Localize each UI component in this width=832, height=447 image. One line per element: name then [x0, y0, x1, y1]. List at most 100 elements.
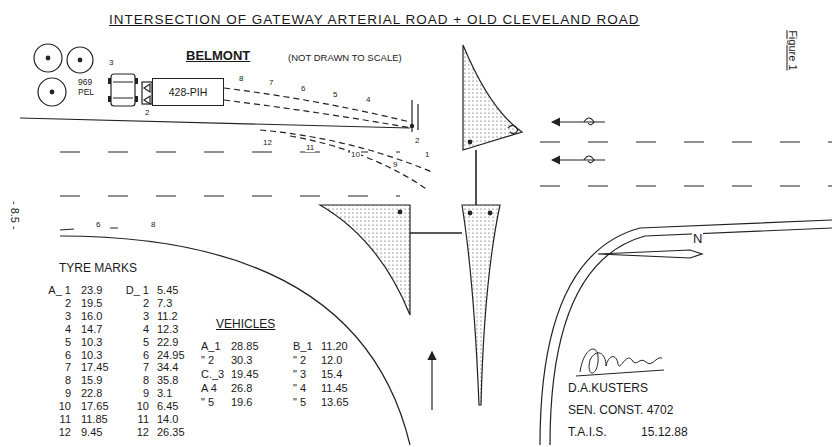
callout-number: 12: [262, 138, 273, 147]
table-cell: 14.7: [80, 323, 103, 336]
truck-cab: [142, 82, 152, 104]
table-cell: 35.8: [156, 374, 179, 387]
table-cell: 2: [142, 297, 150, 310]
table-cell: " 5: [200, 396, 215, 409]
table-cell: 16.0: [80, 310, 103, 323]
table-cell: 10.3: [80, 336, 103, 349]
table-cell: 24.95: [156, 349, 186, 362]
place-name: BELMONT: [185, 49, 251, 64]
officer-rank: SEN. CONST. 4702: [567, 404, 674, 418]
table-cell: " 2: [200, 354, 215, 367]
figure-number: Figure 1: [786, 29, 799, 71]
table-cell: A_ 1: [47, 284, 72, 297]
table-cell: " 2: [292, 354, 307, 367]
callout-number: 3: [108, 58, 114, 67]
tyre-mark: [224, 88, 432, 190]
callout-number: 11: [305, 143, 315, 152]
car-symbol: 969 PEL: [78, 68, 142, 112]
table-cell: 19.45: [230, 368, 260, 381]
kerb-line: [540, 220, 832, 445]
table-cell: 34.4: [156, 361, 179, 374]
table-cell: 4: [64, 323, 72, 336]
kerb-line: [20, 118, 410, 128]
callout-number: 9: [392, 160, 398, 169]
callout-number: 7: [268, 78, 274, 87]
table-cell: 3.1: [156, 387, 173, 400]
table-cell: 9: [64, 387, 72, 400]
table-cell: 4: [142, 323, 150, 336]
table-cell: 12.0: [320, 354, 343, 367]
lane-line: [60, 152, 400, 196]
table-cell: 11.2: [156, 310, 179, 323]
plate-number: 969 PEL: [78, 78, 106, 98]
table-cell: 7: [142, 361, 150, 374]
callout-number: 6: [300, 84, 306, 93]
callout-number: 4: [365, 95, 371, 104]
table-cell: 11: [137, 413, 150, 426]
table-cell: 13.65: [320, 396, 350, 409]
table-cell: 6: [64, 349, 72, 362]
table-cell: 5: [142, 336, 150, 349]
table-cell: 9.45: [80, 426, 103, 439]
table-cell: 5.45: [156, 284, 179, 297]
table-cell: 3: [64, 310, 72, 323]
sign-marker: [508, 125, 518, 133]
table-cell: 22.8: [80, 387, 103, 400]
callout-number: 8: [238, 74, 244, 83]
table-cell: D_ 1: [125, 284, 150, 297]
table-cell: 2: [64, 297, 72, 310]
scale-note: (NOT DRAWN TO SCALE): [287, 53, 403, 64]
north-label: N: [692, 232, 703, 247]
callout-number: 8: [150, 220, 156, 229]
traffic-island: [320, 205, 410, 315]
table-cell: A 4: [200, 382, 218, 395]
table-cell: C._3: [200, 368, 225, 381]
table-cell: " 3: [292, 368, 307, 381]
table-cell: 26.8: [230, 382, 253, 395]
traffic-island: [462, 205, 500, 405]
table-cell: " 5: [292, 396, 307, 409]
table-cell: 30.3: [230, 354, 253, 367]
table-cell: A_1: [200, 340, 222, 353]
title: INTERSECTION OF GATEWAY ARTERIAL ROAD + …: [108, 12, 640, 28]
lane-line: [540, 142, 832, 186]
callout-number: 2: [144, 108, 150, 117]
table-cell: 11: [59, 413, 72, 426]
callout-number: 1: [424, 150, 430, 159]
kerb-mark: [60, 228, 118, 230]
table-cell: 10: [136, 400, 150, 413]
table-cell: 12.3: [156, 323, 179, 336]
table-cell: 12: [58, 426, 72, 439]
registration-text: 428-PIH: [169, 86, 208, 98]
table-cell: 19.5: [80, 297, 103, 310]
table-cell: 15.9: [80, 374, 103, 387]
table-cell: 5: [64, 336, 72, 349]
table-heading: TYRE MARKS: [58, 262, 138, 276]
table-cell: 6: [142, 349, 150, 362]
table-cell: 6.45: [156, 400, 179, 413]
callout-number: 6: [95, 220, 101, 229]
table-cell: 23.9: [80, 284, 103, 297]
stop-line: [410, 232, 462, 234]
direction-arrow: [432, 118, 605, 410]
north-arrow: [598, 250, 702, 258]
table-cell: 12: [136, 426, 150, 439]
table-cell: " 4: [292, 382, 307, 395]
date: 15.12.88: [640, 426, 689, 440]
table-cell: B_1: [292, 340, 314, 353]
stop-line: [475, 150, 477, 205]
table-cell: 10: [58, 400, 72, 413]
kerb-line: [550, 228, 832, 445]
callout-number: 5: [332, 90, 338, 99]
page-number: - 8.5 -: [8, 200, 21, 231]
table-cell: 8: [64, 374, 72, 387]
table-cell: 11.20: [320, 340, 349, 353]
table-cell: 26.35: [156, 426, 186, 439]
table-cell: 11.45: [320, 382, 349, 395]
table-cell: 19.6: [230, 396, 253, 409]
callout-number: 10: [350, 150, 361, 159]
unit-name: T.A.I.S.: [567, 426, 608, 440]
traffic-island: [463, 45, 522, 150]
